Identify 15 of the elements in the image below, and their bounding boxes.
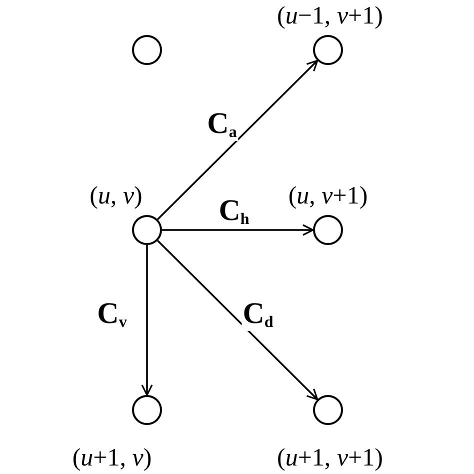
coordinate-label: (u+1, v) [72, 446, 152, 470]
node-circle [313, 215, 343, 245]
coordinate-label: (u, v+1) [288, 184, 368, 208]
coordinate-label: (u+1, v+1) [277, 446, 383, 470]
node-circle [132, 35, 162, 65]
node-circle [132, 215, 162, 245]
arrow [157, 60, 318, 220]
node-circle [313, 35, 343, 65]
node-circle [313, 395, 343, 425]
node-circle [132, 395, 162, 425]
arrow [162, 224, 314, 236]
coordinate-label: (u, v) [90, 184, 142, 208]
arrow [157, 240, 318, 400]
arrow [141, 245, 153, 396]
coordinate-label: (u−1, v+1) [277, 4, 383, 28]
